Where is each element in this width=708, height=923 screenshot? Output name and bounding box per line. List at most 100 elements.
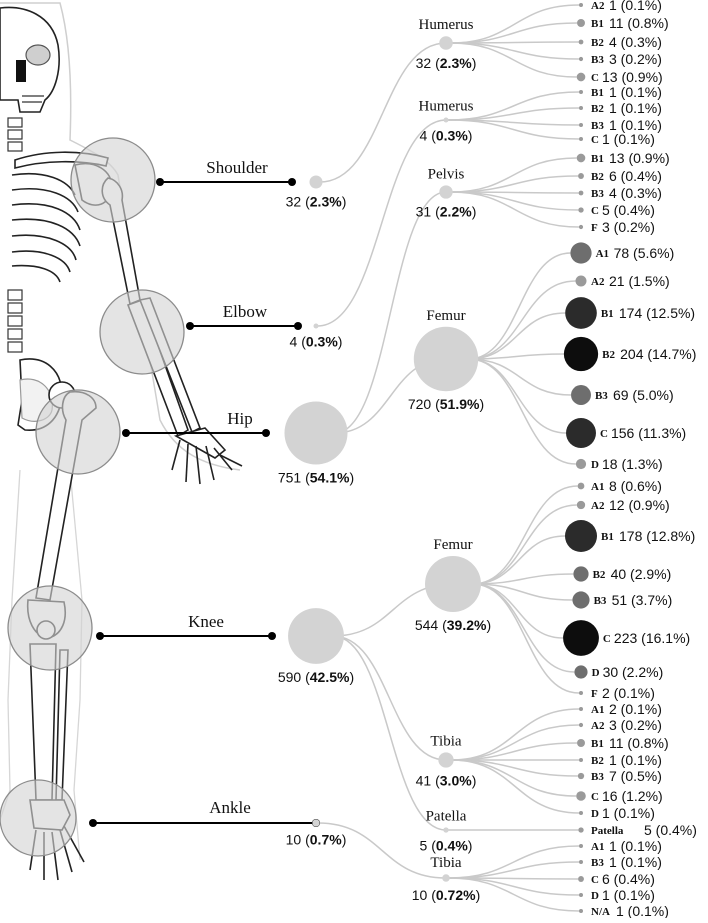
link-region-bone <box>317 119 447 327</box>
link-bone-leaf <box>468 312 566 360</box>
leaf-count: 6 (0.4%) <box>602 871 655 887</box>
leaf-code: B2 <box>593 569 606 581</box>
leaf-count: 204 (14.7%) <box>620 346 696 362</box>
link-bone-leaf <box>472 573 574 585</box>
hip-joint-marker <box>35 389 121 475</box>
link-bone-leaf <box>451 759 580 814</box>
leaf-count: 4 (0.3%) <box>609 185 662 201</box>
leaf-node <box>573 566 589 582</box>
leaf-node <box>563 336 599 372</box>
leaf-count: 30 (2.2%) <box>603 664 664 680</box>
bone-count-femur: 544 (39.2%) <box>415 617 491 633</box>
leaf-code: C <box>603 633 611 645</box>
leaf-node <box>575 275 587 287</box>
leaf-code: F <box>591 222 598 234</box>
leaf-code: A2 <box>591 0 605 12</box>
connector-start-dot <box>89 819 97 827</box>
leaf-count: 156 (11.3%) <box>611 425 686 441</box>
leaf-count: 1 (0.1%) <box>609 838 662 854</box>
bone-node-humerus <box>439 36 453 50</box>
leaf-count: 40 (2.9%) <box>611 566 672 582</box>
leaf-code: N/A <box>591 906 610 918</box>
leaf-count: 1 (0.1%) <box>609 100 662 116</box>
leaf-count: 178 (12.8%) <box>619 528 695 544</box>
link-bone-leaf <box>468 358 572 396</box>
leaf-node <box>579 758 583 762</box>
link-bone-leaf <box>468 358 576 465</box>
leaf-code: A2 <box>591 720 605 732</box>
bone-count-femur: 720 (51.9%) <box>408 396 484 412</box>
leaf-code: B1 <box>591 738 604 750</box>
leaf-count: 1 (0.1%) <box>609 0 662 13</box>
link-bone-leaf <box>472 485 578 585</box>
leaf-node <box>579 707 583 711</box>
leaf-count: 8 (0.6%) <box>609 478 662 494</box>
leaf-code: F <box>591 688 598 700</box>
link-bone-leaf <box>468 252 571 360</box>
knee-joint-marker <box>7 585 93 671</box>
leaf-node <box>577 772 585 780</box>
leaf-count: 18 (1.3%) <box>602 456 663 472</box>
leaf-node <box>578 827 584 833</box>
bone-label-humerus: Humerus <box>419 17 474 33</box>
link-bone-leaf <box>450 42 577 78</box>
leaf-node <box>566 418 596 448</box>
region-label-knee: Knee <box>188 612 224 631</box>
leaf-count: 1 (0.1%) <box>616 903 669 918</box>
region-connector-bars <box>89 178 320 827</box>
leaf-count: 21 (1.5%) <box>609 273 670 289</box>
bone-count-patella: 5 (0.4%) <box>420 838 473 854</box>
connector-end-dot <box>294 322 302 330</box>
leaf-code: B2 <box>591 103 604 115</box>
leaf-code: B1 <box>601 531 614 543</box>
connector-start-dot <box>122 429 130 437</box>
link-bone-leaf <box>472 583 580 694</box>
leaf-count: 7 (0.5%) <box>609 768 662 784</box>
leaf-count: 5 (0.4%) <box>602 202 655 218</box>
leaf-count: 11 (0.8%) <box>609 15 669 31</box>
link-region-bone <box>332 635 447 831</box>
bone-label-femur: Femur <box>433 537 472 553</box>
link-bone-leaf <box>448 861 580 879</box>
leaf-code: B1 <box>601 308 614 320</box>
bone-label-humerus: Humerus <box>419 99 474 115</box>
leaf-count: 174 (12.5%) <box>619 305 695 321</box>
leaf-count: 1 (0.1%) <box>609 854 662 870</box>
bone-count-pelvis: 31 (2.2%) <box>416 204 477 220</box>
leaf-code: B3 <box>591 857 604 869</box>
leaf-node <box>576 153 586 163</box>
skeleton-illustration <box>0 2 243 881</box>
leaf-node <box>578 190 584 196</box>
leaf-node <box>578 722 584 728</box>
leaf-count: 3 (0.2%) <box>609 51 662 67</box>
region-node-shoulder <box>309 175 323 189</box>
leaf-count: 1 (0.1%) <box>602 131 655 147</box>
leaf-code: D <box>591 808 599 820</box>
bone-node-humerus <box>443 117 449 123</box>
leaf-node <box>578 173 584 179</box>
bone-label-patella: Patella <box>426 808 467 824</box>
leaf-node <box>576 791 586 801</box>
leaf-code: B3 <box>591 188 604 200</box>
region-count-elbow: 4 (0.3%) <box>290 334 343 350</box>
link-bone-leaf <box>451 708 580 761</box>
leaf-node <box>572 591 590 609</box>
leaf-count: 5 (0.4%) <box>644 822 697 838</box>
leaf-code: Patella <box>591 825 624 837</box>
leaf-node <box>578 876 584 882</box>
bone-node-pelvis <box>439 185 453 199</box>
leaf-node <box>579 3 583 7</box>
leaf-code: B2 <box>591 37 604 49</box>
leaf-count: 223 (16.1%) <box>614 630 690 646</box>
leaf-code: B3 <box>595 390 608 402</box>
tree-links <box>317 4 580 912</box>
leaf-count: 1 (0.1%) <box>609 117 662 133</box>
elbow-joint-marker <box>99 289 185 375</box>
leaf-node <box>565 297 597 329</box>
leaf-code: A2 <box>591 276 605 288</box>
leaf-code: B1 <box>591 153 604 165</box>
leaf-code: D <box>591 890 599 902</box>
connector-end-dot <box>288 178 296 186</box>
link-region-bone <box>334 191 447 434</box>
region-count-ankle: 10 (0.7%) <box>286 832 347 848</box>
